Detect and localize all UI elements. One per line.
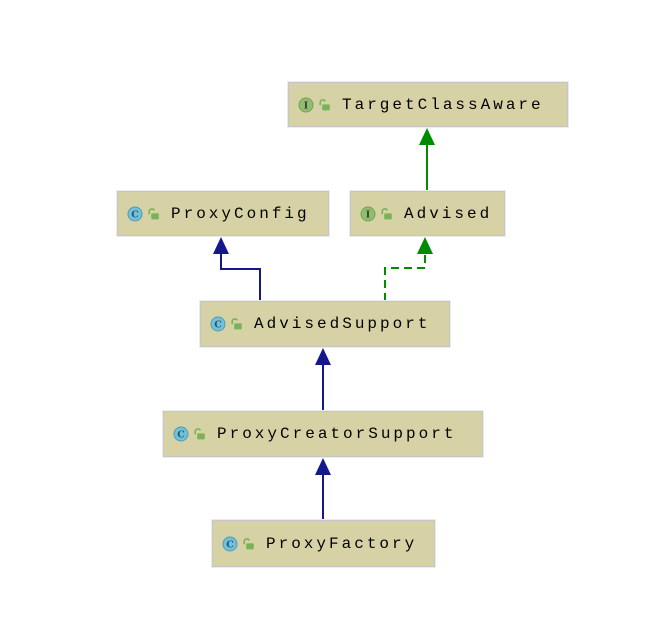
edge-implements-advisedsupport-to-advised — [384, 253, 426, 301]
svg-text:C: C — [226, 539, 234, 550]
public-lock-icon — [380, 207, 394, 221]
interface-icon: I — [298, 97, 314, 113]
class-icon: C — [173, 426, 189, 442]
node-label: ProxyCreatorSupport — [217, 425, 457, 443]
node-label: ProxyConfig — [171, 204, 310, 223]
class-icon: C — [222, 536, 238, 552]
svg-text:C: C — [177, 429, 185, 440]
arrowhead-advised-to-targetclassaware — [419, 128, 435, 145]
class-icon: C — [127, 206, 143, 222]
class-icon: C — [210, 316, 226, 332]
public-lock-icon — [193, 427, 207, 441]
uml-node-proxycreatorsupport[interactable]: C ProxyCreatorSupport — [163, 411, 483, 457]
svg-text:C: C — [214, 319, 222, 330]
arrowhead-advisedsupport-to-proxyconfig — [213, 237, 229, 254]
public-lock-icon — [147, 207, 161, 221]
uml-node-advisedsupport[interactable]: C AdvisedSupport — [200, 301, 450, 347]
uml-node-proxyfactory[interactable]: C ProxyFactory — [212, 520, 435, 567]
edge-extends-advisedsupport-to-proxyconfig — [220, 253, 261, 301]
node-label: TargetClassAware — [342, 95, 544, 114]
svg-text:I: I — [366, 209, 371, 220]
uml-node-targetclassaware[interactable]: I TargetClassAware — [288, 82, 568, 127]
node-label: ProxyFactory — [266, 534, 418, 553]
interface-icon: I — [360, 206, 376, 222]
public-lock-icon — [242, 537, 256, 551]
uml-node-advised[interactable]: I Advised — [350, 191, 505, 236]
uml-node-proxyconfig[interactable]: C ProxyConfig — [117, 191, 329, 236]
public-lock-icon — [318, 98, 332, 112]
public-lock-icon — [230, 317, 244, 331]
svg-text:I: I — [304, 100, 309, 111]
node-label: Advised — [404, 204, 493, 223]
arrowhead-advisedsupport-to-advised — [417, 237, 433, 254]
svg-text:C: C — [131, 209, 139, 220]
arrowhead-proxyfactory-to-proxycreatorsupport — [315, 458, 331, 475]
node-label: AdvisedSupport — [254, 315, 431, 333]
arrowhead-proxycreatorsupport-to-advisedsupport — [315, 348, 331, 365]
